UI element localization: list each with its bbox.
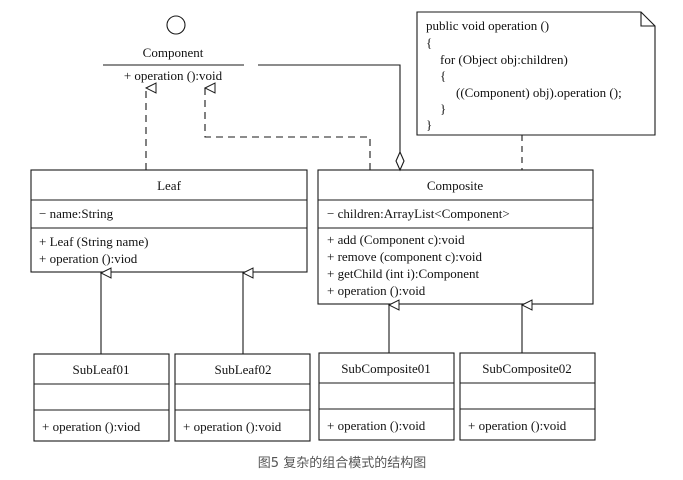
note-line: { [440, 68, 446, 83]
subcomposite01-operation: + operation ():void [327, 418, 426, 433]
aggregation-diamond [395, 150, 405, 172]
note-line: public void operation () [426, 18, 549, 33]
composite-operation: + operation ():void [327, 283, 426, 298]
composite-operation: + remove (component c):void [327, 249, 482, 264]
leaf-class-name: Leaf [157, 178, 181, 193]
subcomposite02-box [459, 352, 596, 441]
note-line: for (Object obj:children) [440, 52, 568, 67]
subleaf01-box [33, 353, 170, 442]
leaf-operation: + Leaf (String name) [39, 234, 148, 249]
aggregation-line [258, 64, 401, 152]
leaf-operation: + operation ():viod [39, 251, 138, 266]
leaf-box [30, 169, 308, 273]
subleaf01-operation: + operation ():viod [42, 419, 141, 434]
composite-class-name: Composite [427, 178, 484, 193]
note-line: } [440, 101, 446, 116]
subcomposite02-class-name: SubComposite02 [482, 361, 572, 376]
interface-lollipop-circle [166, 15, 186, 35]
note-box [416, 11, 656, 136]
composite-box [317, 169, 594, 305]
leaf-attribute: − name:String [39, 206, 114, 221]
interface-operation: + operation ():void [124, 68, 223, 83]
note-line: ((Component) obj).operation (); [456, 85, 622, 100]
composite-operation: + getChild (int i):Component [327, 266, 480, 281]
composite-attribute: − children:ArrayList<Component> [327, 206, 510, 221]
subcomposite02-operation: + operation ():void [468, 418, 567, 433]
figure-caption: 图5 复杂的组合模式的结构图 [258, 455, 426, 471]
interface-name: Component [143, 45, 204, 60]
subleaf02-box [174, 353, 311, 442]
note-fold [640, 12, 655, 27]
note-line: } [426, 117, 432, 132]
subcomposite01-box [318, 352, 455, 441]
note-line: { [426, 35, 432, 50]
subleaf01-class-name: SubLeaf01 [72, 362, 129, 377]
composite-realizes-component [205, 88, 371, 170]
subleaf02-operation: + operation ():void [183, 419, 282, 434]
composite-operation: + add (Component c):void [327, 232, 465, 247]
subleaf02-class-name: SubLeaf02 [214, 362, 271, 377]
subcomposite01-class-name: SubComposite01 [341, 361, 431, 376]
